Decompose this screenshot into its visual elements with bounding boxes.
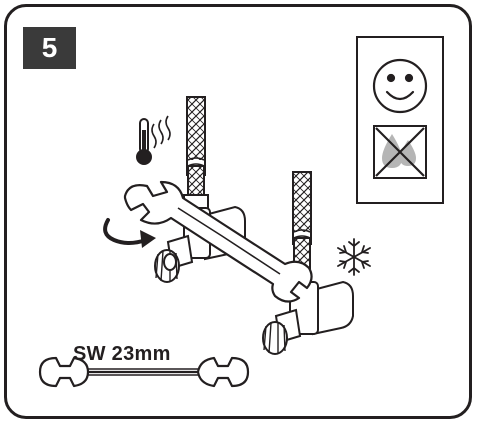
hot-water-hose [183, 96, 209, 210]
cold-water-valve [262, 280, 354, 355]
rotate-arrow-icon [103, 218, 156, 248]
instruction-frame [4, 4, 472, 419]
wrench-on-valve [123, 180, 313, 303]
wrench-size-label: SW 23mm [73, 343, 171, 365]
snowflake-icon [337, 238, 371, 276]
step-number-badge: 5 [23, 27, 76, 69]
thermometer-heat-icon [136, 115, 171, 165]
wrench-size-icon [38, 356, 250, 388]
cold-water-hose [292, 171, 312, 269]
smiley-face-icon [372, 58, 428, 114]
result-check-panel [356, 36, 444, 204]
crossed-water-drop-icon [373, 125, 427, 179]
